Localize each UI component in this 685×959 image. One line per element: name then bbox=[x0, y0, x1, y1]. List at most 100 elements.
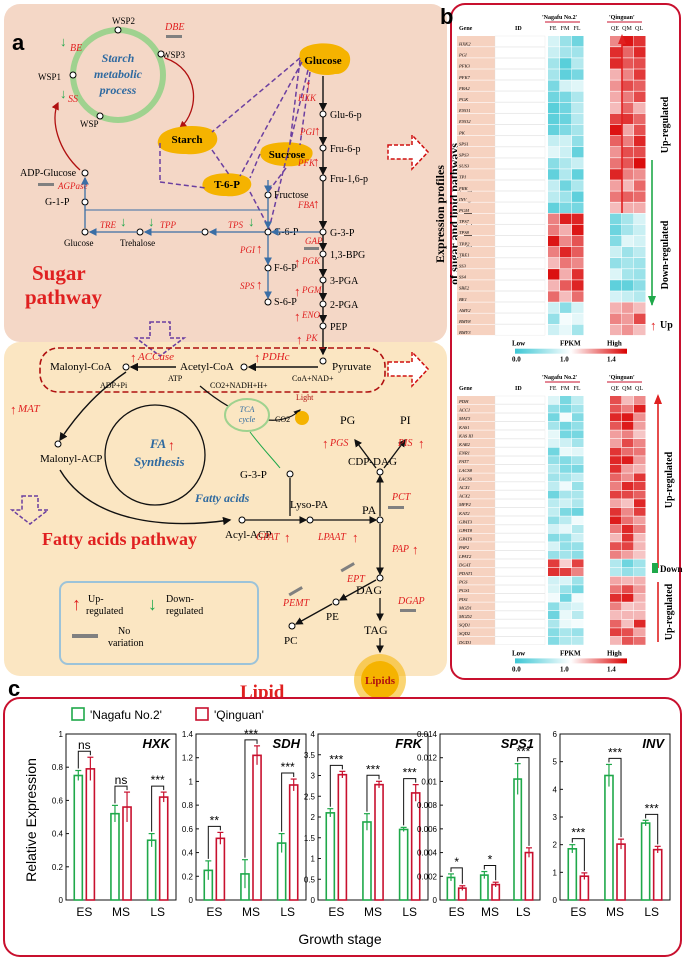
heat-id-cell bbox=[494, 91, 546, 103]
glu6p-label: Glu-6-p bbox=[330, 110, 362, 121]
heat-cell bbox=[634, 413, 646, 422]
heat-cell bbox=[572, 533, 584, 542]
x-tick-label: LS bbox=[280, 905, 295, 919]
chart-title: FRK bbox=[395, 736, 423, 751]
enzyme-pemt: PEMT bbox=[282, 598, 311, 609]
heat-cell bbox=[610, 69, 622, 80]
heat-cell bbox=[634, 246, 646, 258]
heat-cell bbox=[634, 533, 646, 542]
scale-bottom-high: High bbox=[607, 649, 622, 657]
heat-col-FE: FE bbox=[549, 26, 556, 32]
heat-cell bbox=[572, 413, 584, 422]
heat-cell bbox=[610, 113, 622, 125]
bar bbox=[640, 822, 651, 901]
cdpdag-to-pg-arrow bbox=[354, 438, 377, 469]
tps-down-arrow: ↓ bbox=[248, 214, 255, 229]
wsp-node bbox=[96, 112, 104, 120]
heat-cell bbox=[572, 36, 584, 47]
heat-id-cell bbox=[494, 113, 546, 125]
heat-cell bbox=[572, 202, 584, 213]
pa-node bbox=[376, 516, 384, 524]
heat-gene-label: BMY3 bbox=[459, 330, 471, 335]
heat-id-cell bbox=[494, 35, 546, 47]
heat-id-cell bbox=[494, 157, 546, 169]
heat-cell bbox=[560, 191, 572, 202]
heat-gene-cell bbox=[457, 213, 495, 225]
heat-cell bbox=[572, 280, 584, 291]
heat-cell bbox=[548, 413, 560, 422]
heat-cell bbox=[548, 158, 560, 169]
heat-cell bbox=[560, 147, 572, 158]
heat-cell bbox=[622, 628, 634, 637]
heat-cell bbox=[610, 568, 622, 576]
pct-novar-bar bbox=[388, 506, 404, 509]
scale-top-tick: 1.4 bbox=[607, 356, 616, 364]
heat-id-cell bbox=[494, 169, 546, 180]
heat-gene-cell bbox=[457, 158, 495, 169]
tca-to-g3p-line bbox=[249, 431, 281, 469]
sucrose-label: Sucrose bbox=[269, 149, 306, 161]
top-down-arrowhead bbox=[648, 296, 656, 306]
heat-cell bbox=[610, 542, 622, 551]
significance-bracket bbox=[608, 757, 622, 838]
enzyme-pgk: PGK bbox=[301, 256, 321, 266]
heat-cell bbox=[572, 593, 584, 602]
heat-gene-cell bbox=[457, 291, 495, 302]
heat-cell bbox=[560, 235, 572, 247]
x-tick-label: ES bbox=[76, 905, 92, 919]
heat-cell bbox=[622, 430, 634, 439]
scale-bottom-fpkm: FPKM bbox=[560, 649, 581, 657]
f6p-label: F-6-P bbox=[274, 263, 297, 274]
heat-cell bbox=[622, 269, 634, 280]
bar bbox=[73, 774, 84, 901]
starch-metabolic-label-2: metabolic bbox=[94, 67, 143, 81]
heat-cell bbox=[548, 568, 560, 576]
y-tick-label: 1 bbox=[311, 855, 316, 864]
top-up2-label: Up bbox=[660, 320, 673, 331]
heat-cell bbox=[634, 135, 646, 147]
cofactor-atp: ATP bbox=[168, 374, 183, 383]
enzyme-pgs: PGS bbox=[329, 438, 348, 449]
enzyme-gpat: GPAT bbox=[256, 532, 281, 543]
heat-cell bbox=[610, 124, 622, 136]
pg-label: PG bbox=[340, 413, 356, 427]
bottom-down-marker bbox=[652, 563, 658, 573]
heat-id-cell bbox=[494, 593, 546, 602]
heat-id-cell bbox=[494, 576, 546, 585]
chart-title: SDH bbox=[273, 736, 301, 751]
chart-title: HXK bbox=[143, 736, 172, 751]
heat-cell bbox=[610, 324, 622, 336]
y-tick-label: 0.002 bbox=[417, 872, 438, 881]
heat-cell bbox=[622, 516, 634, 525]
significance-label: *** bbox=[281, 760, 295, 774]
heat-id-cell bbox=[494, 80, 546, 92]
heat-cell bbox=[572, 628, 584, 637]
scale-bottom-low: Low bbox=[512, 649, 526, 657]
wsp2-label: WSP2 bbox=[112, 16, 135, 26]
heat-gene-cell bbox=[457, 224, 495, 236]
heat-gene-cell bbox=[457, 533, 495, 542]
pi-label: PI bbox=[400, 413, 411, 427]
heat-id-cell bbox=[494, 430, 546, 439]
pe-to-pc-arrow bbox=[294, 603, 333, 625]
heat-cell bbox=[548, 213, 560, 225]
heat-cell bbox=[560, 158, 572, 169]
heat-gene-label: PFK3 bbox=[458, 64, 471, 69]
y-tick-label: 0 bbox=[553, 896, 558, 905]
heat-gene-label: PK bbox=[458, 130, 466, 135]
heat-cell bbox=[610, 636, 622, 645]
heat-cell bbox=[622, 324, 634, 336]
heat-cell bbox=[634, 404, 646, 413]
heat-cell bbox=[634, 585, 646, 594]
heat-cell bbox=[622, 568, 634, 576]
heat-cell bbox=[548, 576, 560, 585]
y-tick-label: 0 bbox=[59, 896, 64, 905]
heat-col-QM: QM bbox=[622, 386, 632, 392]
pga2-label: 2-PGA bbox=[330, 300, 359, 311]
heat-cell bbox=[634, 80, 646, 91]
heat-gene-label: TPS7 bbox=[459, 219, 470, 224]
panel-label-c: c bbox=[8, 676, 20, 701]
bar bbox=[252, 754, 262, 901]
